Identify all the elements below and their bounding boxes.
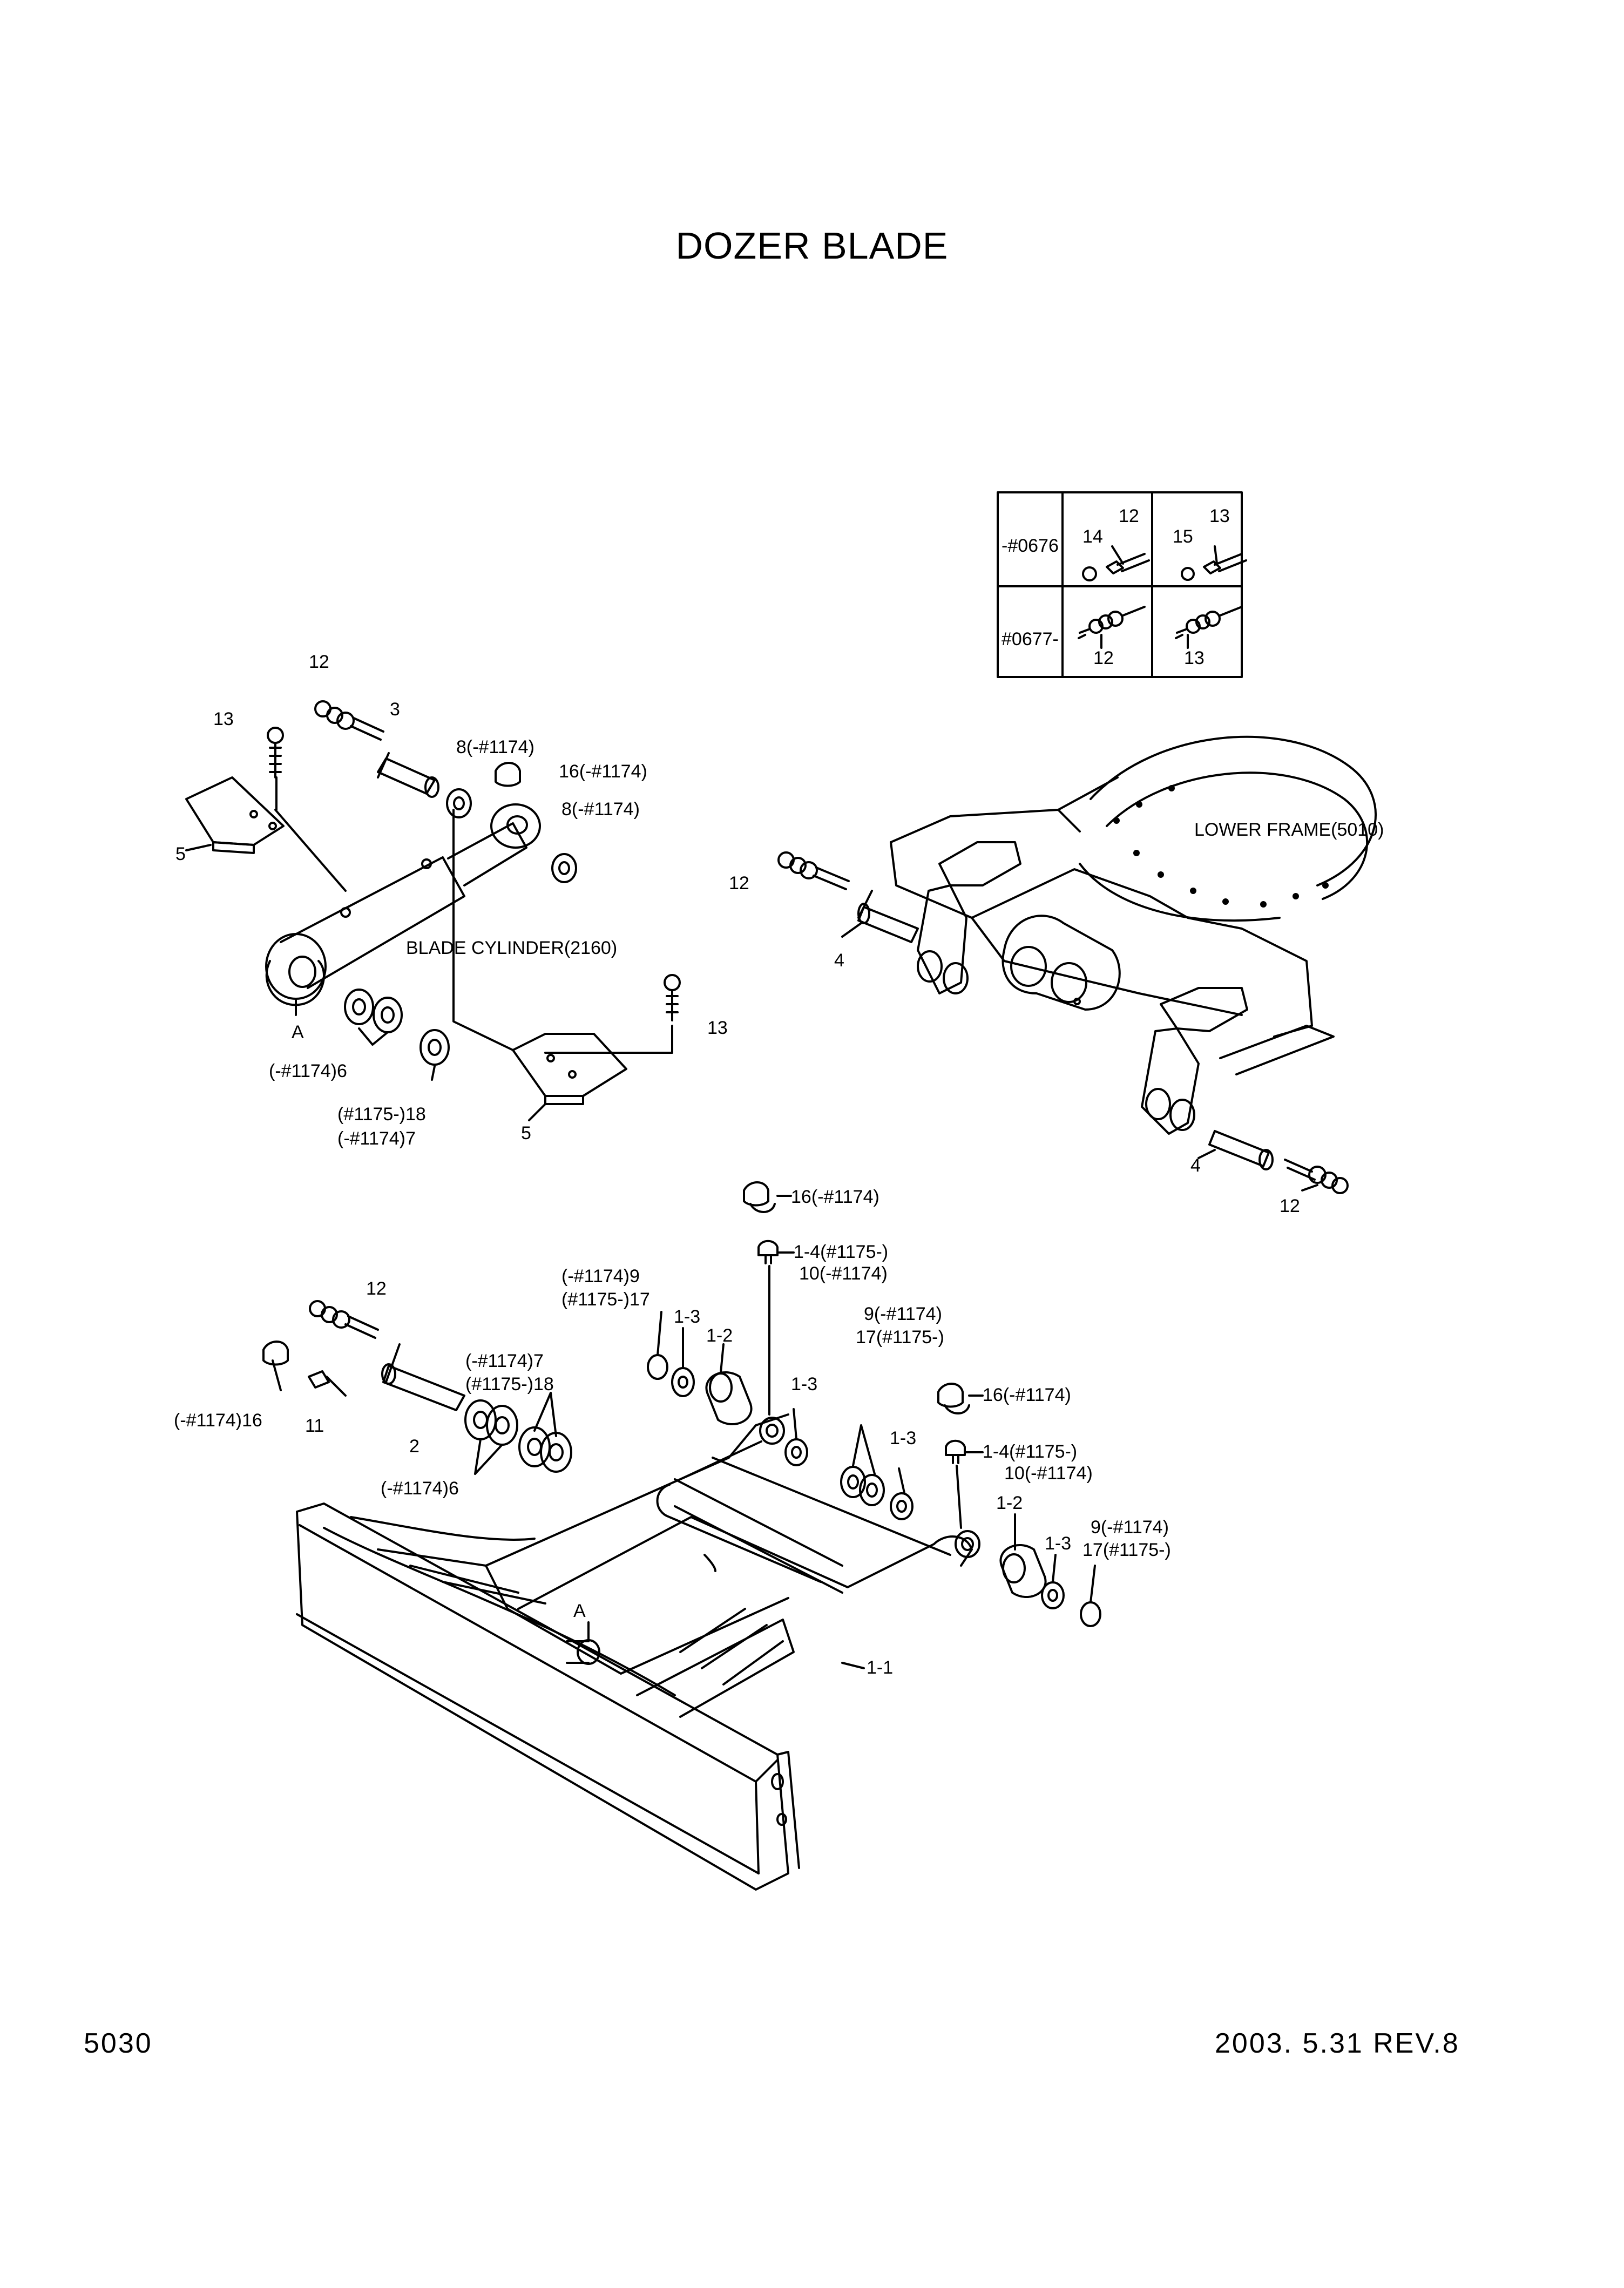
- callout-label: 13: [213, 709, 234, 729]
- callout-label: A: [292, 1022, 304, 1043]
- callout-label: (-#1174)6: [381, 1478, 459, 1499]
- callout-label: 13: [1184, 648, 1205, 668]
- grease-cap-16-left-icon: [262, 1341, 289, 1391]
- pin-2-icon: [381, 1343, 465, 1411]
- bolt-12-top-icon: [314, 700, 384, 741]
- mount-bracket-upper: [185, 776, 285, 854]
- callout-label: 10(-#1174): [799, 1263, 888, 1284]
- grease-fitting-1-4-icon: [757, 1240, 779, 1416]
- callout-label: 1-3: [890, 1428, 916, 1448]
- callout-label: 12: [1093, 648, 1114, 668]
- blade-cylinder: [265, 803, 541, 1006]
- callout-label: 15: [1173, 526, 1193, 547]
- lower-frame: [890, 735, 1377, 1135]
- callout-label: 12: [366, 1278, 387, 1299]
- callout-label: (-#1174)7: [465, 1351, 544, 1371]
- pin-3-icon: [377, 752, 439, 798]
- grease-cap-16-icon: [495, 762, 521, 787]
- callout-label: 13: [707, 1018, 728, 1038]
- pin-4-lower-icon: [1208, 1130, 1274, 1170]
- callout-label: 5: [175, 844, 186, 864]
- callout-label: 17(#1175-): [1082, 1540, 1171, 1560]
- callout-label: (#1175-)17: [561, 1289, 650, 1310]
- link-eye-upper-icon: [759, 1417, 785, 1445]
- revision-date: 2003. 5.31 REV.8: [1215, 2028, 1460, 2059]
- blade-cylinder-label: BLADE CYLINDER(2160): [406, 938, 617, 958]
- callout-label: 10(-#1174): [1004, 1463, 1093, 1484]
- pin-4-upper-icon: [857, 890, 919, 943]
- callout-label: 1-3: [791, 1374, 817, 1395]
- callout-label: 16(-#1174): [983, 1385, 1071, 1405]
- page-title: DOZER BLADE: [675, 225, 949, 267]
- dozer-blade: [296, 1413, 980, 1891]
- callout-label: 2: [409, 1436, 419, 1457]
- callout-label: (#1175-)18: [337, 1104, 426, 1125]
- callout-label: 4: [1190, 1155, 1201, 1176]
- callout-label: 11: [305, 1416, 324, 1436]
- snap-ring-9-icon: [647, 1354, 668, 1380]
- callout-label: (#1175-)18: [465, 1374, 554, 1395]
- bolt-12-right-lower-icon: [1284, 1159, 1349, 1194]
- lower-frame-label: LOWER FRAME(5010): [1194, 820, 1384, 840]
- link-eye-lower-icon: [955, 1530, 980, 1558]
- callout-label: 1-2: [706, 1325, 733, 1346]
- callout-label: 13: [1209, 506, 1230, 526]
- callout-label: 12: [1119, 506, 1139, 526]
- washer-bolt-icon: [1078, 606, 1146, 639]
- bolt-13-lower-icon: [544, 974, 681, 1054]
- callout-label: 3: [390, 699, 400, 720]
- callout-label: 16(-#1174): [791, 1187, 879, 1207]
- washer-8-lower-icon: [551, 853, 577, 883]
- bushing-1-2-right-icon: [999, 1544, 1047, 1599]
- grease-cap-16-mid-icon: [743, 1181, 776, 1213]
- callout-label: 1-1: [867, 1657, 893, 1678]
- callout-label: 12: [309, 652, 329, 672]
- callout-label: 1-4(#1175-): [983, 1441, 1077, 1462]
- bolt-12-right-upper-icon: [777, 851, 850, 890]
- callout-label: 12: [729, 873, 749, 893]
- mount-bracket-lower: [512, 1033, 627, 1105]
- callout-label: 17(#1175-): [856, 1327, 944, 1348]
- callout-label: (-#1174)16: [174, 1410, 262, 1431]
- callout-label: A: [573, 1601, 586, 1621]
- callout-label: (-#1174)7: [337, 1128, 416, 1149]
- callout-labels: -#0676 #0677- 12 14 13 15 12 13 LOWER FR…: [174, 506, 1384, 1678]
- callout-label: 9(-#1174): [864, 1304, 942, 1324]
- bushing-1-2-icon: [705, 1371, 753, 1426]
- callout-label: (-#1174)9: [561, 1266, 640, 1287]
- callout-label: 14: [1082, 526, 1103, 547]
- grease-cap-16-right-icon: [937, 1383, 970, 1414]
- callout-label: 16(-#1174): [559, 761, 647, 782]
- fitting-11-icon: [308, 1370, 347, 1397]
- callout-label: 1-4(#1175-): [794, 1242, 888, 1262]
- inset-table: [997, 491, 1247, 678]
- washer-6-icon: [344, 989, 374, 1025]
- callout-label: 8(-#1174): [456, 737, 534, 757]
- inset-row-label-2: #0677-: [1002, 629, 1059, 649]
- callout-label: (-#1174)6: [269, 1061, 347, 1081]
- page-number: 5030: [84, 2028, 153, 2059]
- callout-label: 5: [521, 1123, 531, 1143]
- inset-row-label-1: -#0676: [1002, 536, 1059, 556]
- bolt-13-upper-icon: [267, 727, 284, 811]
- callout-label: 1-2: [996, 1493, 1023, 1513]
- callout-label: 4: [834, 950, 844, 971]
- callout-label: 1-3: [674, 1307, 700, 1327]
- callout-label: 8(-#1174): [561, 799, 640, 820]
- callout-label: 12: [1280, 1196, 1300, 1216]
- callout-label: 1-3: [1045, 1533, 1071, 1554]
- washer-8-upper-icon: [446, 788, 472, 818]
- callout-label: 9(-#1174): [1091, 1517, 1169, 1538]
- bolt-12-lower-icon: [309, 1300, 379, 1339]
- washer-18-icon: [419, 1029, 450, 1066]
- grease-fitting-1-4-right-icon: [945, 1439, 966, 1529]
